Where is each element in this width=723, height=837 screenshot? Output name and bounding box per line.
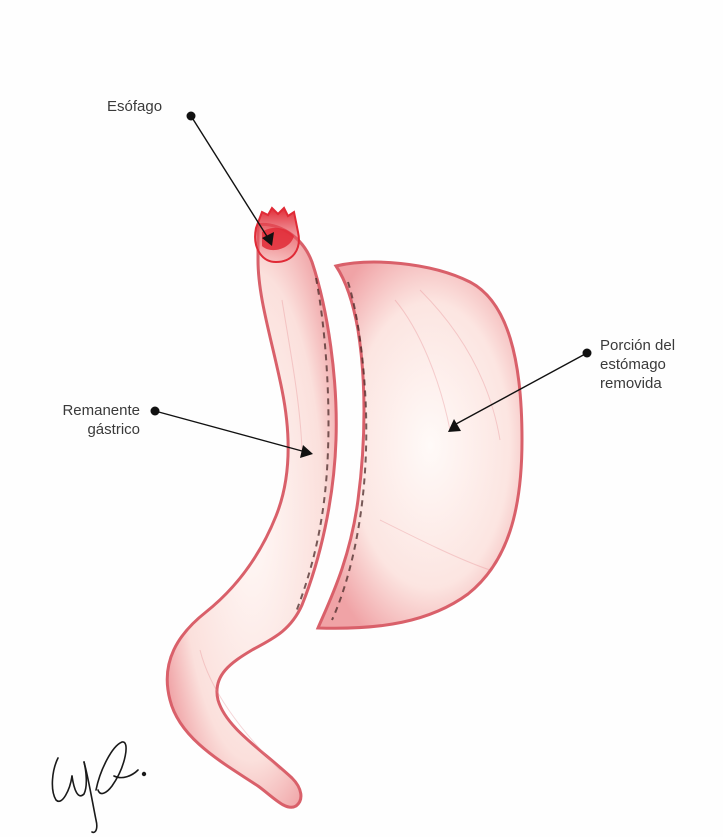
signature-icon [52, 742, 145, 832]
esophagus-pointer [187, 112, 275, 247]
gastric-remnant-label: Remanente gástrico [40, 401, 140, 439]
removed-stomach-portion-shape [318, 262, 522, 628]
esophagus-label: Esófago [107, 97, 162, 116]
removed-portion-label: Porción del estómago removida [600, 336, 710, 393]
gastric-remnant-shape [167, 224, 336, 807]
